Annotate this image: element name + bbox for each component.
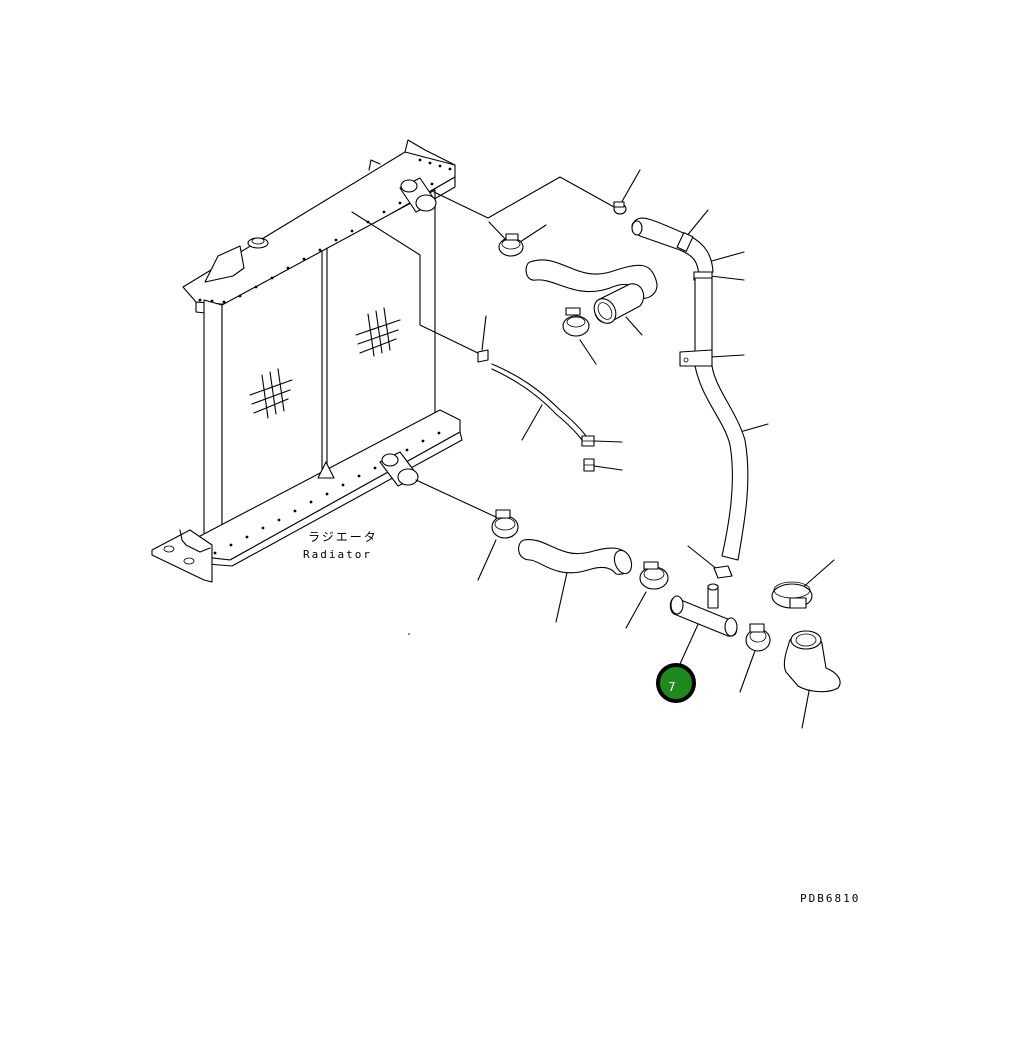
vertical-pipe <box>679 277 713 367</box>
long-hose <box>694 365 749 561</box>
callout-7[interactable]: 7 <box>656 663 696 703</box>
lower-hose <box>518 539 633 575</box>
upper-metal-pipe <box>631 217 714 281</box>
tube-fitting-2 <box>583 458 595 472</box>
radiator-cap <box>204 237 269 283</box>
radiator-assembly <box>151 139 463 583</box>
clamp-right <box>745 623 771 652</box>
callout-7-badge[interactable] <box>656 663 696 703</box>
clamp-mid <box>562 307 590 337</box>
top-rivets <box>198 158 452 304</box>
lower-outlet-pipe <box>379 451 419 487</box>
mount-foot <box>151 529 213 583</box>
bottom-rivets <box>213 431 441 555</box>
small-fitting <box>477 349 489 363</box>
callout-7-number[interactable]: 7 <box>668 680 676 694</box>
small-clamp-lower <box>713 565 733 579</box>
tube-fitting-1 <box>581 435 595 447</box>
upper-outlet-pipe <box>399 177 437 213</box>
hose-elbow <box>593 283 645 324</box>
band-clamp <box>771 581 813 609</box>
radiator-label-jp: ラジエータ <box>308 530 378 544</box>
breather-tube <box>491 363 587 441</box>
radiator-label-en: Radiator <box>303 548 372 561</box>
outlet-elbow <box>783 630 841 693</box>
core-mesh-left <box>249 368 293 419</box>
upper-hose-clamp <box>498 233 524 257</box>
leader-lines <box>351 169 835 729</box>
clamp-lower-mid <box>639 561 669 590</box>
lower-hose-clamp <box>491 509 519 539</box>
small-clamp-top <box>613 201 627 215</box>
core-mesh-right <box>355 307 401 357</box>
tee-pipe <box>669 583 738 637</box>
stray-mark <box>408 633 410 635</box>
drawing-code: PDB6810 <box>800 892 860 905</box>
